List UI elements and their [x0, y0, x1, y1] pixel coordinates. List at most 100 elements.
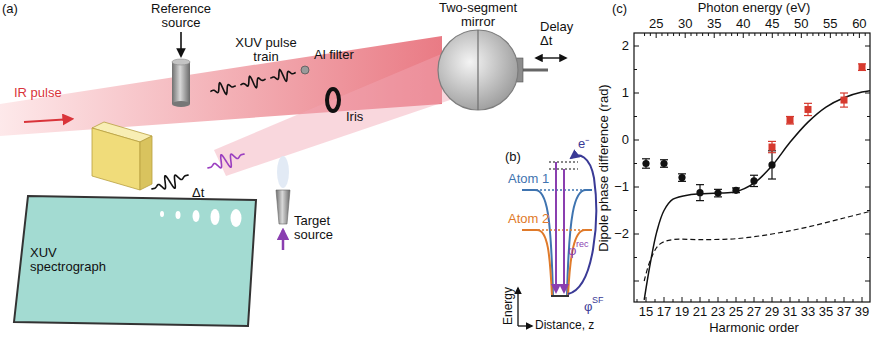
target-source — [282, 230, 285, 250]
tick-label: 55 — [823, 17, 837, 31]
chart-axes — [634, 140, 639, 141]
data-points — [840, 106, 848, 107]
chart-axes — [865, 46, 870, 47]
chart-axes — [826, 297, 827, 302]
two-segment-mirror — [438, 30, 518, 110]
chart-axes — [867, 69, 870, 70]
potential-wells — [568, 155, 596, 294]
spectrograph — [140, 136, 152, 190]
tick-label: 29 — [765, 305, 779, 319]
chart-axes — [731, 33, 732, 36]
chart-axes — [708, 33, 709, 36]
tick-label: 39 — [855, 305, 869, 319]
panel-letter: (a) — [2, 2, 18, 16]
chart-axes — [772, 33, 773, 38]
al-filter — [301, 66, 309, 74]
data-points — [859, 64, 866, 71]
chart-axes — [637, 299, 638, 302]
chart-axes — [818, 33, 819, 36]
chart-axes — [700, 297, 701, 302]
model-curve — [644, 90, 870, 300]
chart-axes — [644, 33, 645, 36]
data-points — [660, 160, 667, 167]
component-label: XUV pulse train — [231, 36, 301, 65]
chart-axes — [634, 187, 639, 188]
data-points — [768, 152, 776, 153]
two-segment-mirror — [477, 30, 478, 110]
chart-axes — [865, 281, 870, 282]
chart-axes — [847, 33, 848, 36]
data-points — [787, 117, 794, 124]
tick-label: 25 — [729, 305, 743, 319]
beams — [214, 52, 450, 176]
pulse-wave — [207, 154, 244, 168]
chart-axes — [772, 297, 773, 302]
chart-axes — [783, 33, 784, 36]
spectrograph — [231, 209, 242, 227]
chart-axes — [778, 33, 779, 36]
chart-axes — [714, 33, 715, 38]
data-points — [732, 187, 739, 194]
pulse-wave — [270, 70, 295, 81]
reference-source — [172, 59, 190, 65]
data-points — [750, 175, 758, 176]
chart-axes — [812, 33, 813, 36]
chart-axes — [634, 93, 639, 94]
axis-title: Photon energy (eV) — [698, 1, 811, 15]
plot-frame — [634, 33, 870, 302]
potential-wells — [522, 190, 553, 296]
chart-axes — [790, 297, 791, 302]
beams — [0, 36, 450, 176]
spectrograph — [211, 209, 220, 225]
potential-wells — [522, 230, 552, 296]
tick-label: 2 — [622, 39, 629, 53]
tick-label: 31 — [783, 305, 797, 319]
tick-label: 35 — [819, 305, 833, 319]
potential-wells — [538, 229, 584, 231]
target-source — [276, 190, 290, 224]
axis-title: Energy — [502, 287, 515, 325]
chart-axes — [799, 299, 800, 302]
chart-axes — [646, 297, 647, 302]
chart-axes — [691, 33, 692, 36]
spectrograph — [92, 128, 140, 190]
spectrograph — [176, 211, 181, 219]
tick-label: 17 — [657, 305, 671, 319]
component-label: XUV spectrograph — [30, 246, 125, 275]
tick-label: −2 — [614, 227, 629, 241]
tick-label: 15 — [639, 305, 653, 319]
chart-axes — [667, 33, 668, 36]
chart-axes — [766, 33, 767, 36]
chart-axes — [634, 69, 637, 70]
chart-axes — [808, 297, 809, 302]
reference-source — [172, 101, 190, 107]
chart-axes — [634, 257, 637, 258]
potential-wells — [551, 295, 569, 297]
data-points — [805, 106, 812, 113]
tick-label: 37 — [837, 305, 851, 319]
data-points — [750, 177, 757, 184]
chart-axes — [634, 33, 870, 302]
chart-axes — [745, 299, 746, 302]
chart-axes — [760, 33, 761, 36]
beam-label: IR pulse — [14, 86, 62, 100]
data-points — [642, 160, 649, 167]
data-points — [642, 158, 650, 159]
reference-source — [172, 62, 190, 104]
chart-axes — [661, 33, 662, 36]
pulse-wave — [151, 175, 188, 189]
spectrograph — [14, 196, 256, 326]
chart-axes — [664, 297, 665, 302]
chart-axes — [634, 46, 639, 47]
chart-axes — [725, 33, 726, 36]
chart-axes — [718, 297, 719, 302]
chart-axes — [865, 93, 870, 94]
chart-axes — [634, 163, 637, 164]
spectrograph — [193, 210, 200, 222]
chart-axes — [844, 297, 845, 302]
tick-label: 50 — [794, 17, 808, 31]
data-points — [750, 186, 758, 187]
electron-label: e⁻ — [578, 137, 589, 151]
phase-superscript: rec — [576, 240, 589, 250]
